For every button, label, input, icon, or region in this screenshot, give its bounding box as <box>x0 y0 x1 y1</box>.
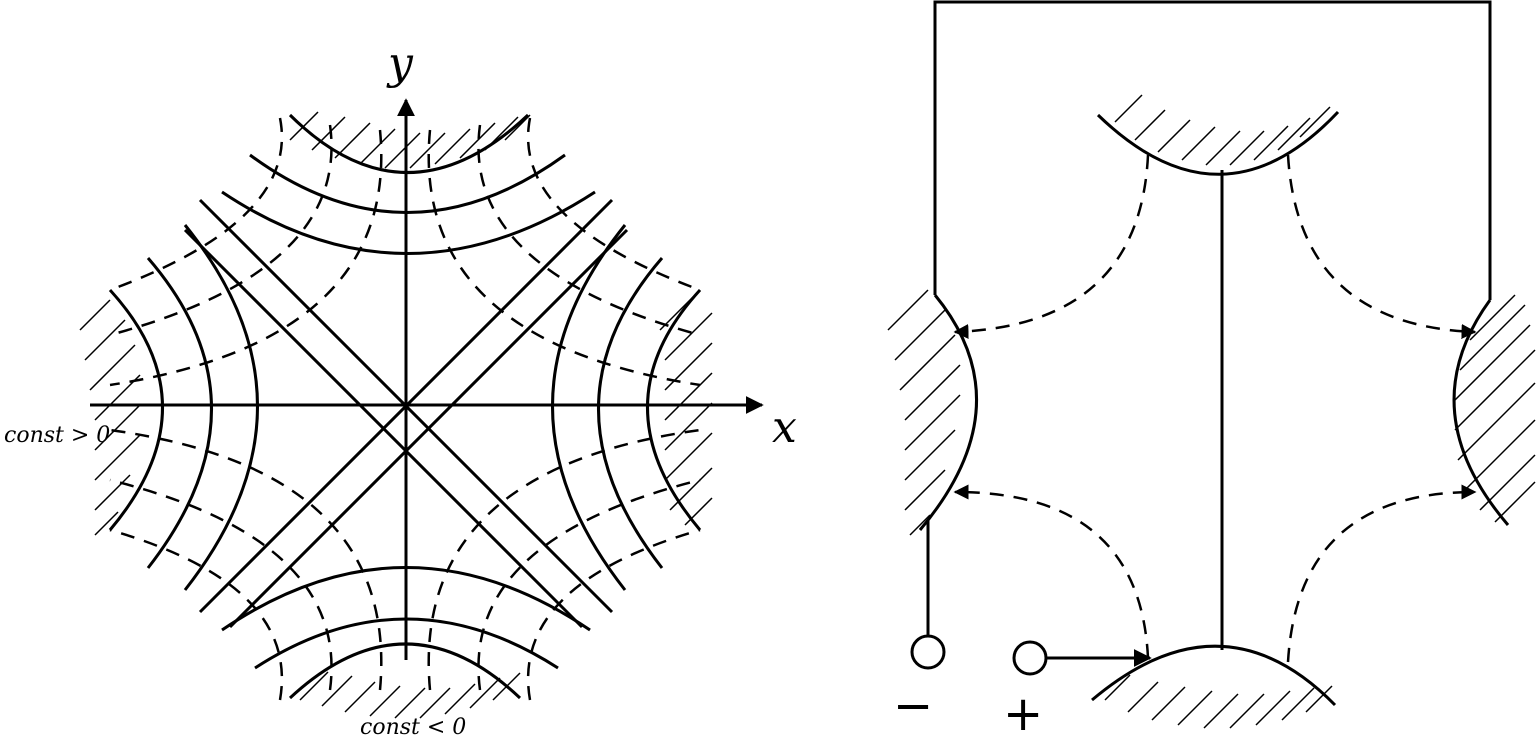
const-negative-label: const < 0 <box>360 715 466 740</box>
bottom-electrode <box>1091 644 1337 707</box>
field-lines <box>953 154 1477 663</box>
plus-terminal <box>1012 640 1048 676</box>
left-electrode <box>918 294 979 531</box>
electrodes <box>918 110 1510 707</box>
electrode-hatching <box>887 94 1536 729</box>
terminals <box>910 634 1048 676</box>
wiring <box>926 0 1492 667</box>
minus-terminal-label: − <box>893 678 933 734</box>
quadrupole-electrode-diagram: − + <box>887 0 1536 742</box>
const-positive-label: const > 0 <box>4 423 110 448</box>
electrode-hatching <box>79 111 713 719</box>
coordinate-axes <box>90 98 764 660</box>
asymptote-lines <box>183 198 629 629</box>
plus-terminal-label: + <box>1003 686 1043 742</box>
field-lines <box>109 117 701 701</box>
equipotential-field-diagram: y x const > 0 const < 0 <box>4 38 797 740</box>
x-axis-label: x <box>772 402 797 453</box>
minus-terminal <box>910 634 946 670</box>
y-axis-label: y <box>386 38 414 89</box>
equipotential-curves <box>108 113 702 700</box>
top-electrode <box>1096 110 1340 176</box>
